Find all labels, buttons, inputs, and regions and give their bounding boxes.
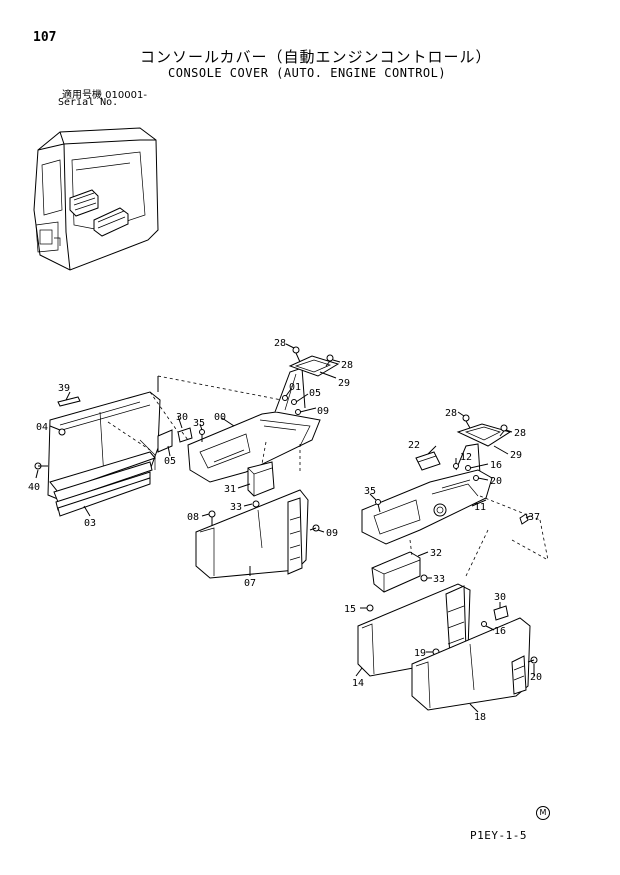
callout-28: 28 (514, 428, 526, 439)
maintenance-mark-icon: M (536, 806, 550, 820)
callout-22: 22 (408, 440, 420, 451)
callout-28: 28 (445, 408, 457, 419)
callout-16: 16 (494, 626, 506, 637)
callout-35: 35 (193, 418, 205, 429)
callout-07: 07 (244, 578, 256, 589)
right-console-assembly (357, 414, 549, 711)
callout-20: 20 (530, 672, 542, 683)
callout-09: 09 (326, 528, 338, 539)
callout-35: 35 (364, 486, 376, 497)
callout-15: 15 (344, 604, 356, 615)
callout-29: 29 (338, 378, 350, 389)
leader-lines (35, 343, 535, 713)
callout-11: 11 (474, 502, 486, 513)
callout-28: 28 (341, 360, 353, 371)
callout-03: 03 (84, 518, 96, 529)
callout-28: 28 (274, 338, 286, 349)
callout-33: 33 (433, 574, 445, 585)
serial-label-english: Serial No. (58, 97, 119, 108)
callout-29: 29 (510, 450, 522, 461)
serial-label-japanese: 適用号機 010001- (62, 90, 147, 101)
page-title-english: CONSOLE COVER (AUTO. ENGINE CONTROL) (168, 66, 447, 80)
callout-37: 37 (528, 512, 540, 523)
callout-39: 39 (58, 383, 70, 394)
callout-14: 14 (352, 678, 364, 689)
callout-05: 05 (164, 456, 176, 467)
page-code: P1EY-1-5 (470, 829, 527, 842)
page-number: 107 (33, 30, 57, 45)
callout-30: 30 (176, 412, 188, 423)
callout-05: 05 (309, 388, 321, 399)
callout-09: 09 (317, 406, 329, 417)
callout-19: 19 (414, 648, 426, 659)
callout-31: 31 (224, 484, 236, 495)
callout-18: 18 (474, 712, 486, 723)
callout-00: 00 (214, 412, 226, 423)
callout-08: 08 (187, 512, 199, 523)
callout-04: 04 (36, 422, 48, 433)
callout-labels: 28 28 29 01 05 09 39 04 30 35 00 05 40 0… (28, 338, 542, 723)
callout-12: 12 (460, 452, 472, 463)
callout-30: 30 (494, 592, 506, 603)
callout-20: 20 (490, 476, 502, 487)
left-console-assembly (34, 346, 340, 579)
callout-40: 40 (28, 482, 40, 493)
page-title-japanese: コンソールカバー（自動エンジンコントロール） (140, 48, 492, 66)
callout-16: 16 (490, 460, 502, 471)
cab-thumbnail (33, 127, 159, 271)
callout-01: 01 (289, 382, 301, 393)
callout-33: 33 (230, 502, 242, 513)
callout-32: 32 (430, 548, 442, 559)
